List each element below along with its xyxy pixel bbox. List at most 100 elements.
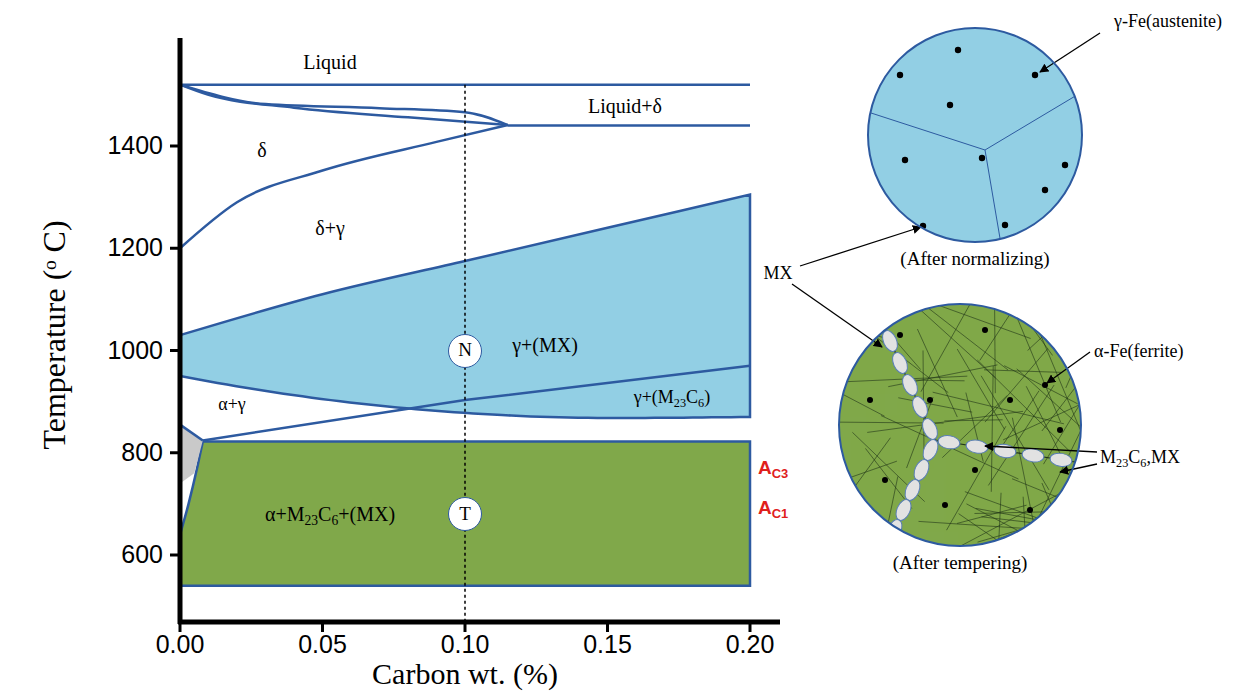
y-tick: [170, 145, 180, 148]
tick-label: 600: [121, 541, 163, 569]
marker-letter: N: [458, 340, 472, 361]
tick-label: 1000: [107, 337, 163, 365]
axis-title: Carbon wt. (%): [372, 657, 558, 690]
callout-label: α-Fe(ferrite): [1094, 342, 1183, 362]
mx-precipitate: [955, 47, 961, 53]
critical-temperature: AC3: [758, 458, 788, 479]
leader-arrow: [1047, 352, 1090, 383]
carbide-particle: [911, 457, 932, 482]
mx-precipitate: [1062, 162, 1068, 168]
mx-precipitate: [979, 155, 985, 161]
martensite-lath: [945, 480, 1085, 554]
mx-precipitate: [982, 327, 988, 333]
carbide-solvus: [203, 366, 750, 441]
mx-precipitate: [1032, 72, 1038, 78]
carbide-particle: [1049, 452, 1073, 468]
delta-boundary: [180, 125, 508, 248]
martensite-lath: [1012, 418, 1040, 559]
ferrite-fill: [838, 303, 1082, 547]
region-label: α+γ: [218, 395, 246, 415]
martensite-lath: [808, 376, 967, 383]
callout-label: M23C6,MX: [1100, 448, 1180, 468]
martensite-lath: [978, 507, 1098, 542]
tick-label: 1200: [107, 235, 163, 263]
microstructure-circle: (After normalizing): [867, 27, 1083, 243]
tick-label: 0.05: [298, 631, 347, 659]
martensite-lath: [982, 492, 1122, 545]
leader-arrow: [1040, 33, 1100, 72]
carbide-particle: [900, 372, 921, 397]
y-tick: [170, 451, 180, 454]
martensite-lath: [984, 370, 1061, 373]
martensite-lath: [1003, 390, 1112, 440]
liquidus-curve: [180, 85, 508, 125]
austenite-region: [180, 195, 750, 418]
critical-temperature: AC1: [758, 498, 788, 519]
mx-precipitate: [887, 227, 893, 233]
mx-precipitate: [920, 223, 926, 229]
carbide-particle: [993, 443, 1017, 459]
grain-boundary: [985, 92, 1082, 150]
carbide-particle: [920, 416, 941, 441]
martensite-lath: [833, 389, 885, 416]
callout-label: γ-Fe(austenite): [1114, 12, 1222, 32]
martensite-lath: [914, 380, 965, 382]
martensite-lath: [1028, 272, 1113, 351]
martensite-lath: [883, 276, 995, 378]
martensite-lath: [980, 275, 1035, 360]
state-marker: T: [448, 497, 482, 531]
martensite-lath: [988, 385, 1054, 485]
carbide-particle: [910, 394, 931, 419]
alpha-gamma-boundary: [180, 425, 203, 441]
region-label: δ+γ: [315, 217, 345, 239]
mx-precipitate: [882, 477, 888, 483]
mx-precipitate: [1002, 222, 1008, 228]
austenite-fill: [867, 27, 1083, 243]
region-label: α+M23C6+(MX): [265, 503, 395, 525]
martensite-lath: [965, 492, 1097, 540]
region-label: Liquid+δ: [588, 95, 662, 117]
carbide-particle: [920, 437, 941, 462]
tick-label: 1400: [107, 132, 163, 160]
tick-label: 0.20: [726, 631, 775, 659]
mx-precipitate: [942, 502, 948, 508]
martensite-lath: [919, 521, 1068, 531]
martensite-lath: [1011, 304, 1060, 422]
carbide-particle: [880, 328, 901, 353]
region-label: γ+(MX): [512, 334, 578, 356]
martensite-lath: [991, 366, 993, 492]
martensite-lath: [1042, 483, 1076, 563]
martensite-lath: [898, 398, 972, 412]
y-tick: [170, 247, 180, 250]
carbide-particle: [902, 477, 923, 502]
tick-label: 0.15: [583, 631, 632, 659]
martensite-lath: [988, 267, 1053, 355]
martensite-lath: [1017, 369, 1087, 433]
martensite-lath: [1023, 293, 1080, 430]
martensite-lath: [1066, 328, 1093, 388]
mx-precipitate: [867, 397, 873, 403]
region-label: Liquid: [303, 51, 356, 73]
martensite-lath: [815, 438, 891, 542]
leader-arrow: [1060, 464, 1097, 472]
carbide-particle: [884, 517, 905, 542]
austenite-micrograph: [867, 27, 1083, 250]
tick-label: 0.00: [156, 631, 205, 659]
y-axis: [178, 38, 183, 624]
y-tick: [170, 554, 180, 557]
grain-boundary: [985, 150, 1002, 250]
peritectic-line: [508, 124, 750, 127]
micrograph-caption: (After tempering): [893, 553, 1028, 574]
martensite-lath: [872, 476, 897, 598]
martensite-lath: [1043, 448, 1098, 547]
martensite-lath: [959, 514, 1012, 551]
martensite-lath: [818, 497, 863, 555]
ferrite-micrograph: [793, 267, 1129, 599]
leader-arrow: [985, 446, 1097, 452]
martensite-lath: [1043, 349, 1113, 465]
carbide-particle: [893, 497, 914, 522]
mx-precipitate: [927, 397, 933, 403]
callout-label: MX: [763, 264, 792, 284]
martensite-lath: [793, 422, 943, 423]
